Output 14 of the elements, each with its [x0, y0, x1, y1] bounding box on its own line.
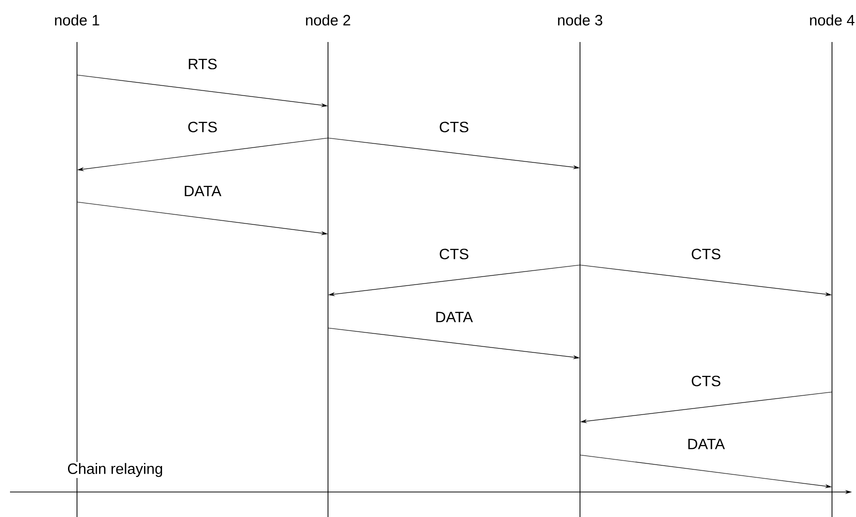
node-label: node 3: [558, 14, 602, 26]
caption-label: Chain relaying: [66, 462, 164, 478]
edge-label: DATA: [436, 312, 473, 322]
edge-label: CTS: [692, 376, 720, 386]
node-label: node 4: [810, 14, 854, 26]
edge-label: DATA: [688, 438, 725, 450]
edge-label: CTS: [692, 248, 720, 260]
edge-label: CTS: [440, 248, 468, 260]
edge-label: CTS: [188, 122, 217, 132]
node-label: node 2: [306, 14, 350, 26]
edge-label: DATA: [184, 186, 222, 196]
edge-label: RTS: [188, 58, 217, 70]
edge-label: CTS: [440, 122, 468, 132]
node-label: node 1: [55, 14, 100, 26]
